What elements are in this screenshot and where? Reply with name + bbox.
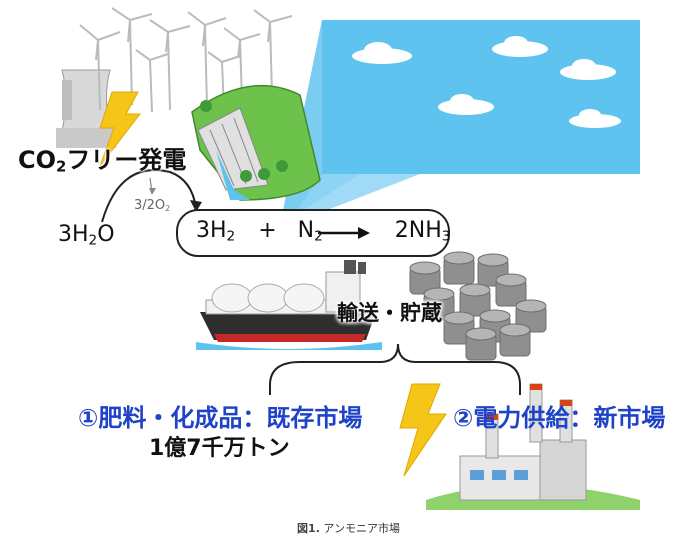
reaction-arrow	[101, 169, 202, 223]
ammonia-term: 2NH3	[394, 218, 451, 245]
wind-turbine-icon	[79, 7, 293, 113]
reaction-box	[176, 209, 450, 257]
lightning-icon	[99, 91, 142, 167]
dam-icon	[191, 85, 321, 201]
water-label: 3H2O	[58, 222, 115, 249]
existing-market-amount: 1億7千万トン	[149, 436, 290, 461]
existing-market-label: ①肥料・化成品：既存市場	[78, 404, 363, 432]
caption-text: アンモニア市場	[323, 522, 400, 535]
figure-number: 図1.	[297, 522, 320, 535]
lng-ship-icon	[196, 260, 382, 350]
oxygen-label: 3/2O2	[134, 198, 171, 213]
reaction-equation: 3H2 + N2 2NH3	[196, 218, 450, 244]
cloud-icon	[352, 36, 621, 128]
co2-free-power-label: CO2フリー発電	[18, 146, 187, 176]
nitrogen-term: N2	[297, 218, 323, 245]
figure-caption: 図1. アンモニア市場	[0, 520, 697, 536]
plus-sign: +	[258, 218, 277, 243]
reaction-right-arrow	[318, 227, 370, 239]
hydrogen-term: 3H2	[196, 218, 236, 245]
lightning-icon	[399, 383, 447, 477]
branch-connector	[269, 343, 521, 395]
sky-panel	[280, 20, 640, 226]
transport-storage-label: 輸送・貯蔵	[337, 301, 442, 325]
storage-tank-icon	[409, 251, 547, 361]
power-plant-icon	[426, 383, 640, 510]
new-market-label: ②電力供給：新市場	[453, 404, 666, 432]
